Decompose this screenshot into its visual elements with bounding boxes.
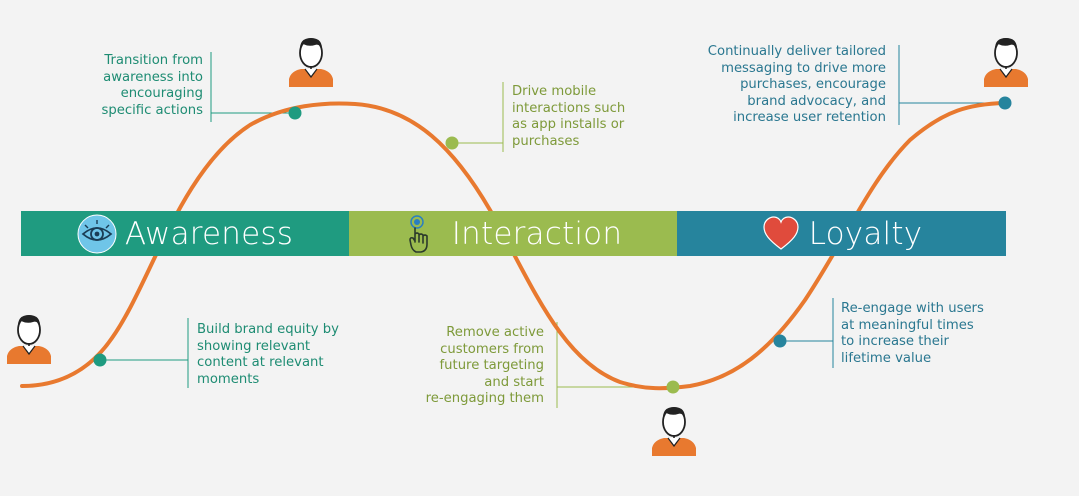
- note-line: interactions such: [512, 100, 626, 116]
- note-line: purchases, encourage: [740, 77, 886, 92]
- stage-label-interaction: Interaction: [451, 215, 623, 252]
- stage-label-awareness: Awareness: [124, 215, 294, 252]
- person-icon: [984, 38, 1028, 87]
- stage-band-loyalty: Loyalty: [677, 211, 1006, 256]
- note-continually: Continually deliver tailored messaging t…: [708, 44, 886, 127]
- person-icon: [7, 315, 51, 364]
- curve-dot-re-engage: [773, 334, 787, 348]
- note-line: Build brand equity by: [197, 322, 339, 337]
- stage-band-interaction: Interaction: [349, 211, 677, 256]
- curve-dot-transition: [288, 106, 302, 120]
- curve-dot-remove-active: [666, 380, 680, 394]
- curve-dot-continually: [998, 96, 1012, 110]
- note-line: re-engaging them: [425, 391, 544, 406]
- note-line: content at relevant: [197, 355, 324, 370]
- note-line: moments: [197, 371, 260, 387]
- curve-dot-build-equity: [93, 353, 107, 367]
- person-icon: [652, 407, 696, 456]
- tap-hand-icon: [408, 214, 428, 253]
- note-line: to increase their: [841, 334, 949, 349]
- note-build-equity: Build brand equity by showing relevant c…: [197, 322, 339, 388]
- person-icon: [289, 38, 333, 87]
- stage-label-loyalty: Loyalty: [808, 215, 923, 252]
- note-line: awareness into: [103, 69, 203, 85]
- note-line: lifetime value: [841, 350, 932, 366]
- note-line: Re-engage with users: [841, 301, 984, 316]
- stage-band-awareness: Awareness: [21, 211, 349, 256]
- note-line: at meaningful times: [841, 317, 974, 333]
- note-line: purchases: [512, 133, 580, 149]
- note-line: as app installs or: [512, 117, 625, 132]
- note-line: customers from: [440, 341, 544, 357]
- note-drive-mobile: Drive mobile interactions such as app in…: [512, 84, 625, 150]
- note-line: brand advocacy, and: [747, 93, 886, 109]
- note-line: increase user retention: [733, 110, 886, 125]
- heart-icon: [763, 215, 799, 250]
- connector-lines: [100, 45, 1005, 408]
- note-remove-active: Remove active customers from future targ…: [426, 325, 544, 408]
- note-line: future targeting: [439, 358, 544, 373]
- note-line: showing relevant: [197, 338, 311, 354]
- note-line: Drive mobile: [512, 84, 597, 99]
- note-line: Remove active: [446, 325, 544, 340]
- eye-icon: [77, 214, 117, 253]
- note-line: encouraging: [120, 86, 203, 101]
- note-line: and start: [484, 374, 544, 390]
- curve-dot-drive-mobile: [445, 136, 459, 150]
- note-transition: Transition from awareness into encouragi…: [102, 53, 203, 119]
- note-line: specific actions: [101, 102, 203, 118]
- note-line: Continually deliver tailored: [707, 44, 886, 59]
- note-line: Transition from: [104, 53, 203, 68]
- note-re-engage: Re-engage with users at meaningful times…: [841, 301, 984, 367]
- note-line: messaging to drive more: [721, 60, 886, 76]
